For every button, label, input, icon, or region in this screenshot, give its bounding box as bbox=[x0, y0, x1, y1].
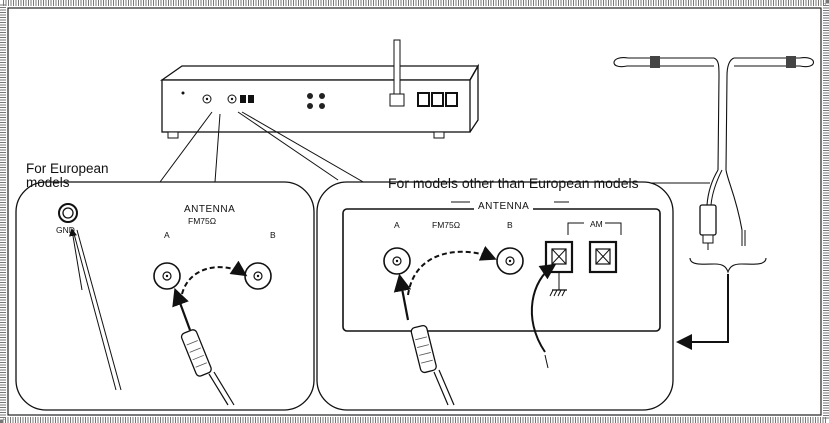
eu-antenna-label: ANTENNA bbox=[184, 204, 236, 215]
european-models-label-line1: For European bbox=[26, 161, 109, 176]
eu-fm-label: FM75Ω bbox=[188, 216, 217, 226]
other-antenna-label: ANTENNA bbox=[474, 201, 534, 213]
fm-t-antenna bbox=[613, 56, 815, 250]
eu-terminal-a-label: A bbox=[164, 230, 170, 240]
eu-fm-terminal-a bbox=[153, 262, 181, 290]
am-terminal-2 bbox=[588, 240, 618, 274]
eu-gnd-label: GND bbox=[56, 225, 75, 235]
tuner-unit bbox=[159, 39, 480, 139]
other-terminal-b-label: B bbox=[507, 220, 513, 230]
eu-fm-terminal-b bbox=[244, 262, 272, 290]
am-label: AM bbox=[588, 219, 605, 229]
other-fm-terminal-b bbox=[496, 247, 524, 275]
other-fm-label: FM75Ω bbox=[432, 220, 461, 230]
other-terminal-a-label: A bbox=[394, 220, 400, 230]
eu-detail-panel bbox=[15, 181, 315, 411]
european-models-label-line2: models bbox=[26, 175, 70, 190]
eu-gnd-terminal bbox=[58, 203, 78, 223]
other-models-label: For models other than European models bbox=[388, 175, 639, 191]
eu-terminal-b-label: B bbox=[270, 230, 276, 240]
other-fm-terminal-a bbox=[383, 247, 411, 275]
